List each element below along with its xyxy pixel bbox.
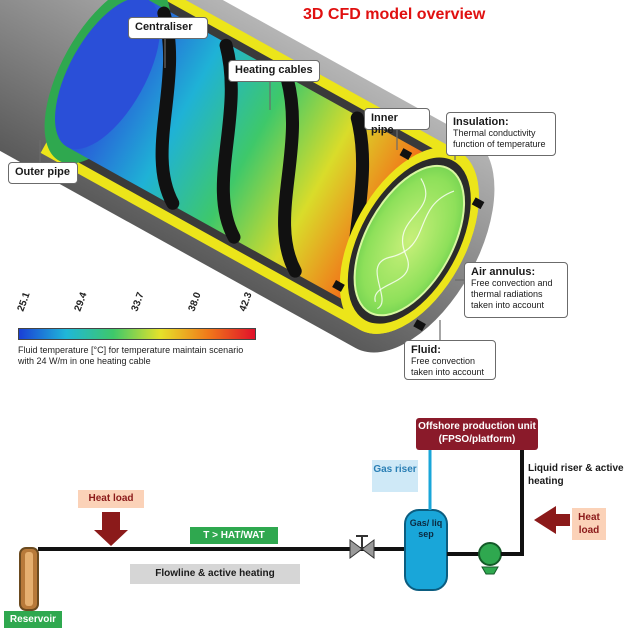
platform-box: Offshore production unit (FPSO/platform)	[416, 418, 538, 450]
flow-streamline	[374, 178, 427, 302]
air-annulus-callout: Air annulus: Free convection and thermal…	[464, 262, 568, 318]
cable-stub	[471, 197, 485, 210]
fluid-face	[353, 164, 466, 317]
gas-riser-label: Gas riser	[373, 464, 417, 475]
insulation-callout: Insulation: Thermal conductivity functio…	[446, 112, 556, 156]
flowline-label: Flowline & active heating	[155, 568, 275, 579]
valve-icon	[349, 539, 363, 559]
heat-load-right-box: Heat load	[572, 508, 606, 540]
separator-label-box: Gas/ liq sep	[405, 518, 447, 558]
fluid-desc: Free convection taken into account	[411, 356, 485, 377]
outer-pipe-label: Outer pipe	[15, 166, 71, 178]
diagram-title: 3D CFD model overview	[303, 6, 486, 23]
cable-stub	[332, 280, 345, 292]
heat-load-left-box: Heat load	[78, 490, 144, 508]
flow-streamline	[376, 190, 455, 310]
insulation-title: Insulation:	[453, 116, 509, 128]
air-annulus-desc: Free convection and thermal radiations t…	[471, 278, 553, 310]
colorbar	[18, 328, 256, 340]
air-annulus-title: Air annulus:	[471, 266, 536, 278]
heat-load-arrow-left	[534, 506, 570, 534]
heat-load-left-label: Heat load	[88, 493, 134, 504]
fluid-title: Fluid:	[411, 344, 441, 356]
reservoir-label: Reservoir	[9, 614, 57, 625]
inner-pipe-label: Inner pipe	[371, 112, 398, 136]
liquid-riser-label: Liquid riser & active heating	[528, 463, 624, 487]
outer-pipe-callout: Outer pipe	[8, 162, 78, 184]
heat-load-right-label: Heat load	[578, 512, 600, 536]
heating-cables-callout: Heating cables	[228, 60, 320, 82]
cable-stub	[399, 148, 413, 160]
centraliser-label: Centraliser	[135, 21, 193, 33]
heating-cable	[278, 72, 302, 278]
centraliser-callout: Centraliser	[128, 17, 208, 39]
flowline-box: Flowline & active heating	[130, 564, 300, 584]
separator-label: Gas/ liq sep	[409, 518, 443, 539]
hat-wat-label: T > HAT/WAT	[203, 530, 265, 541]
pump-icon	[478, 542, 502, 566]
gas-riser-box: Gas riser	[372, 460, 418, 492]
fluid-callout: Fluid: Free convection taken into accoun…	[404, 340, 496, 380]
heating-cables-label: Heating cables	[235, 64, 313, 76]
inner-pipe-callout: Inner pipe	[364, 108, 430, 136]
colorbar-caption: Fluid temperature [°C] for temperature m…	[18, 345, 244, 366]
platform-label: Offshore production unit (FPSO/platform)	[418, 421, 536, 445]
cable-stub	[413, 319, 426, 332]
separator-vessel	[404, 509, 448, 591]
heat-load-arrow-down	[94, 512, 128, 546]
hat-wat-box: T > HAT/WAT	[190, 527, 278, 544]
liquid-riser-box: Liquid riser & active heating	[528, 462, 624, 492]
insulation-desc: Thermal conductivity function of tempera…	[453, 128, 546, 149]
reservoir-box: Reservoir	[4, 611, 62, 628]
